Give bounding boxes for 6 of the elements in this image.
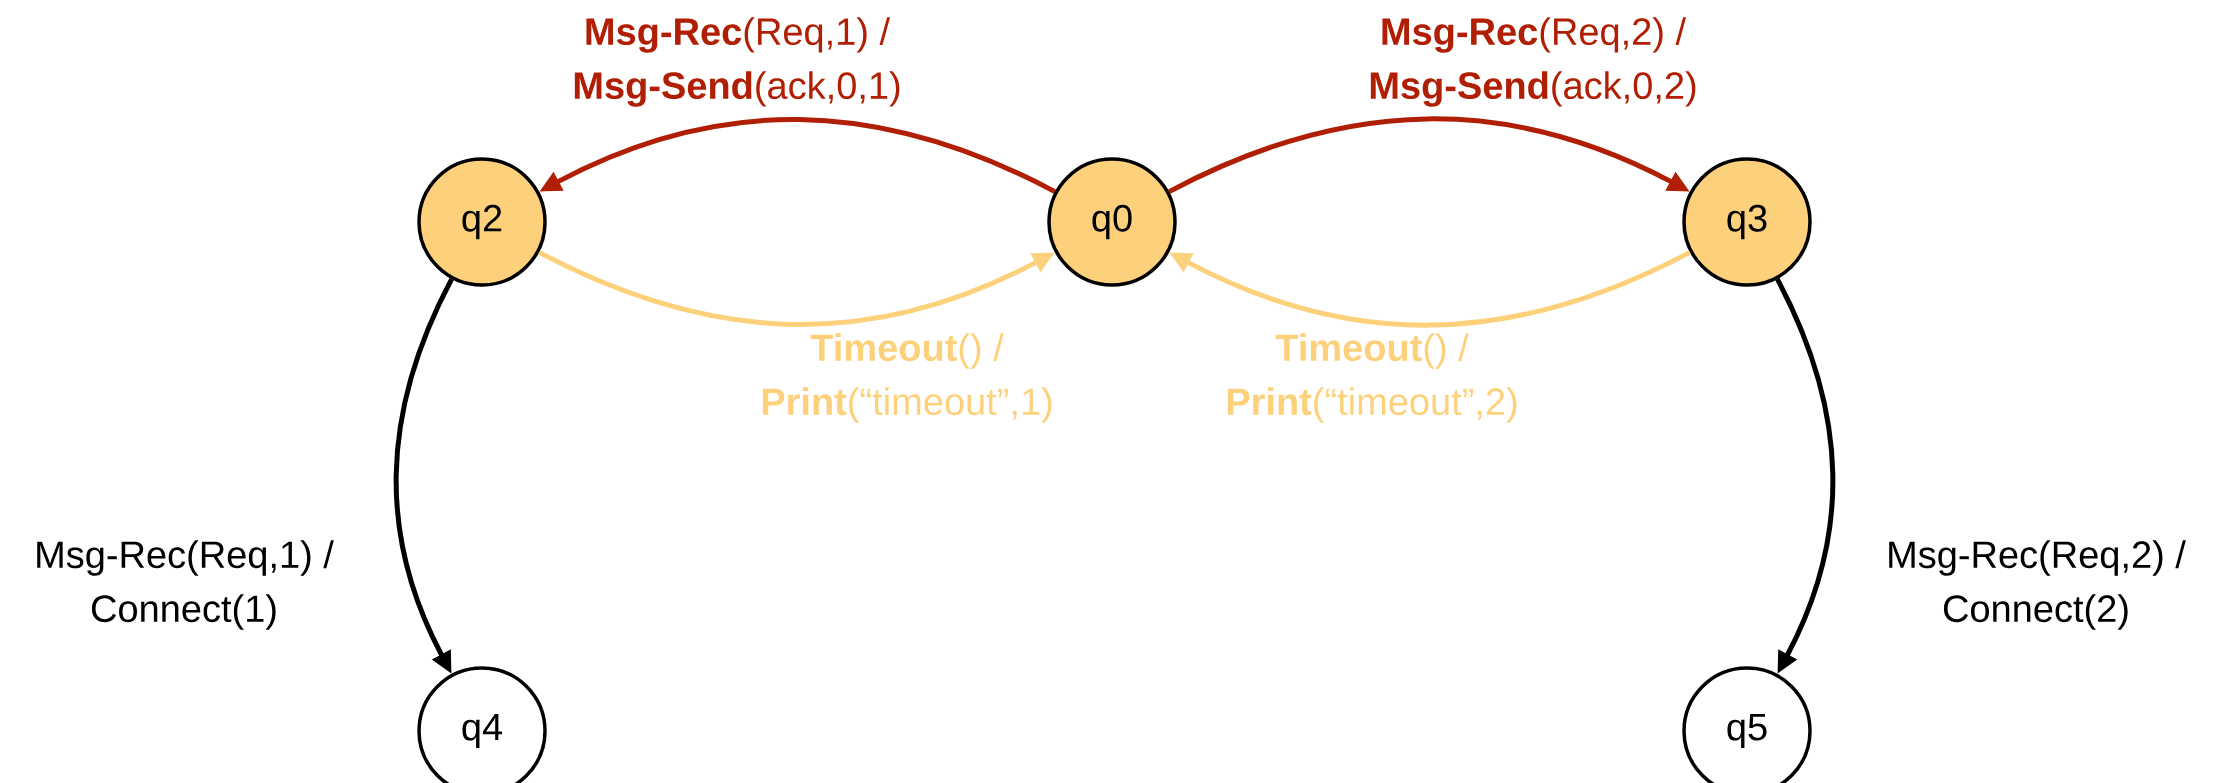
edge-label: Msg-Rec(Req,1) / Connect(1) (37, 540, 334, 630)
edge-label: Timeout() / Print(“timeout”,1) (762, 333, 1052, 423)
edge-label: Msg-Rec(Req,1) / Msg-Send(ack,0,1) (574, 17, 900, 107)
edge-label: Msg-Rec(Req,2) / Msg-Send(ack,0,2) (1370, 17, 1696, 107)
edge-label: Timeout() / Print(“timeout”,2) (1227, 333, 1517, 423)
edge-label: Msg-Rec(Req,2) / Connect(2) (1889, 540, 2186, 630)
